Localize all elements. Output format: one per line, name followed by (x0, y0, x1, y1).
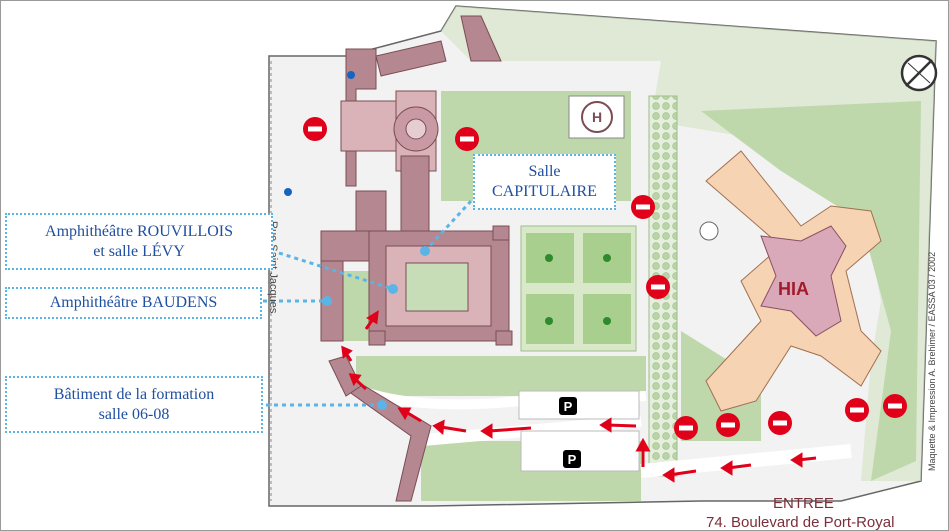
hia-building (705, 150, 882, 412)
callout-batiment-formation[interactable]: Bâtiment de la formation salle 06-08 (5, 376, 263, 433)
callout-amphi-rouvillois[interactable]: Amphithéâtre ROUVILLOIS et salle LÉVY (5, 213, 273, 270)
heliport-letter: H (592, 109, 602, 125)
garden-trees (545, 254, 611, 325)
heliport-icon (568, 95, 625, 139)
callout-salle-capitulaire[interactable]: Salle CAPITULAIRE (473, 154, 616, 210)
roundabout (699, 221, 719, 241)
entrance-label: ENTREE (773, 495, 834, 512)
parking-icon (559, 397, 581, 468)
hia-label: HIA (778, 279, 809, 299)
no-entry-icon (303, 117, 907, 440)
callout-amphi-rouvillois-line2: et salle LÉVY (93, 242, 185, 260)
parking-letter-2: P (568, 452, 577, 467)
callout-salle-capitulaire-line2: CAPITULAIRE (492, 183, 597, 200)
leader-lines (263, 199, 473, 407)
callout-batiment-formation-line2: salle 06-08 (98, 405, 170, 423)
route-arrows (341, 310, 817, 483)
parking-letter-1: P (564, 399, 573, 414)
credit-label: Maquette & Impression A. Brehimer / EASS… (927, 251, 937, 471)
address-label: 74. Boulevard de Port-Royal (706, 514, 895, 531)
callout-amphi-rouvillois-line1: Amphithéâtre ROUVILLOIS (45, 222, 233, 240)
callout-amphi-baudens-line1: Amphithéâtre BAUDENS (49, 294, 218, 311)
callout-batiment-formation-line1: Bâtiment de la formation (53, 385, 215, 403)
compass-icon (900, 54, 938, 92)
callout-salle-capitulaire-line1: Salle (528, 163, 561, 180)
callout-amphi-baudens[interactable]: Amphithéâtre BAUDENS (5, 287, 262, 319)
historic-buildings (320, 15, 513, 502)
